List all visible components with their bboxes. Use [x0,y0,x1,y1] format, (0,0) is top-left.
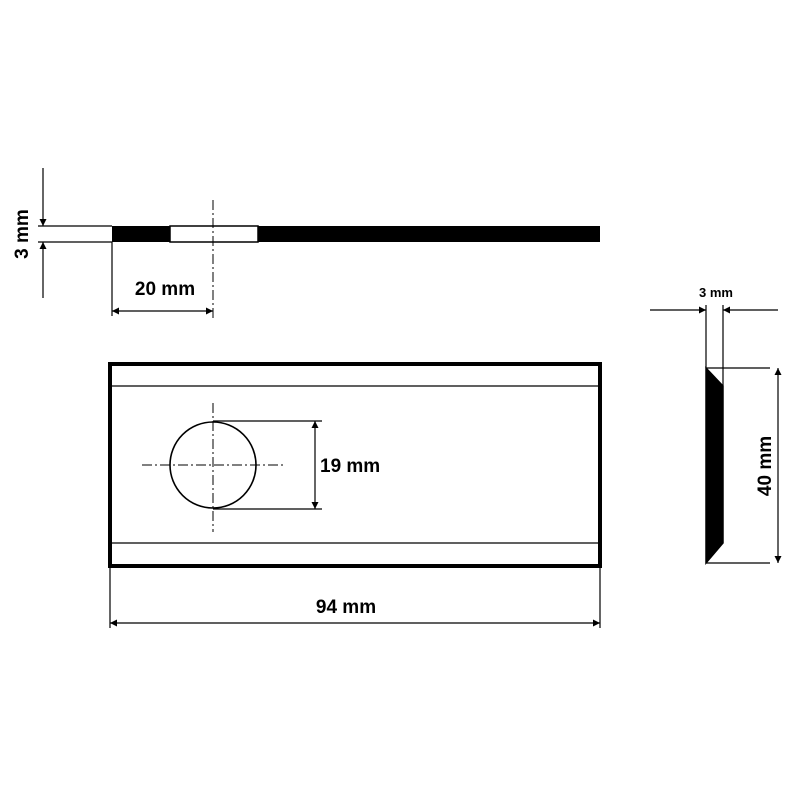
width-dimension: 40 mm [755,368,782,563]
hole-diameter-label: 19 mm [320,456,380,477]
length-dimension: 94 mm [109,568,601,628]
blade-outline [108,362,602,568]
side-thickness-label: 3 mm [699,285,733,300]
thickness-label: 3 mm [12,209,33,259]
blade-side-profile [705,366,724,566]
side-thickness-dimension: 3 mm [650,285,778,386]
hole-offset-label: 20 mm [135,279,195,300]
edge-view [112,200,600,320]
front-view [108,362,602,568]
blade-edge-left-solid [112,226,170,242]
hole-offset-dimension: 20 mm [111,242,213,316]
length-label: 94 mm [316,597,376,618]
side-view [705,366,770,566]
width-label: 40 mm [755,436,776,496]
thickness-dimension: 3 mm [12,168,112,298]
blade-edge-hole-gap [169,225,259,243]
hole-diameter-dimension: 19 mm [213,420,380,510]
blade-edge-right-solid [258,226,600,242]
